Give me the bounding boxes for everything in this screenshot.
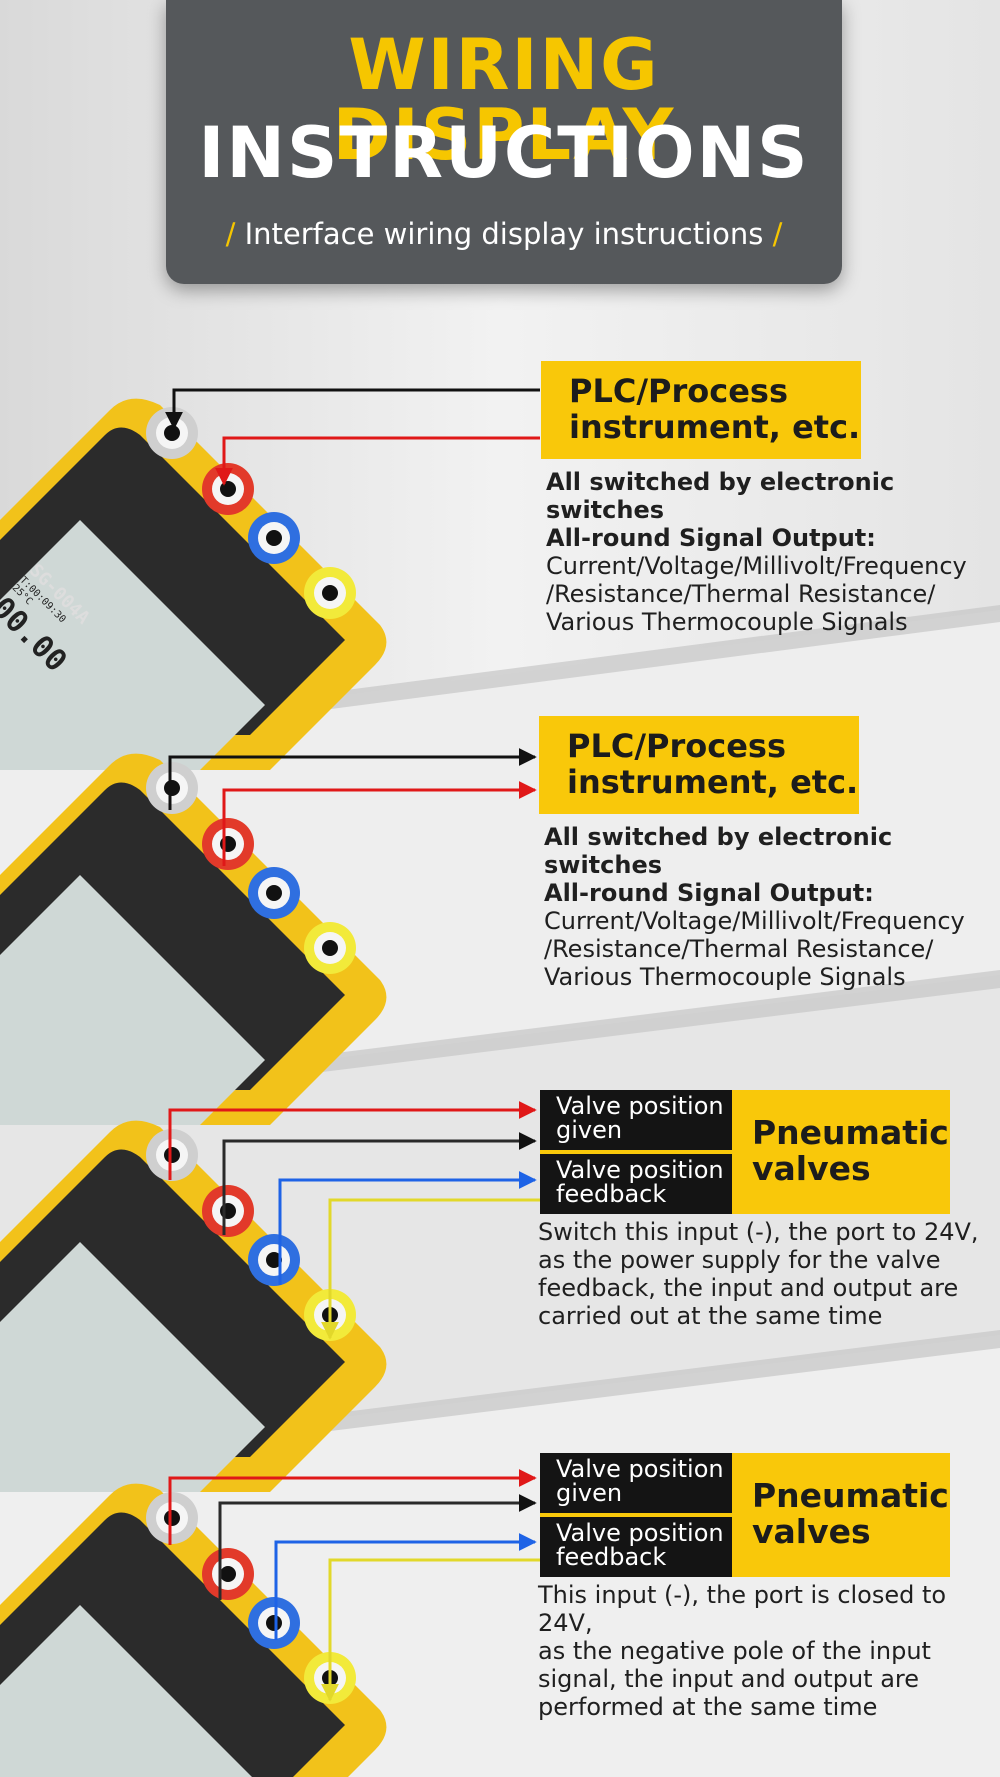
device-3 bbox=[0, 1120, 387, 1492]
subtitle: / Interface wiring display instructions … bbox=[166, 220, 842, 249]
header-banner: WIRING DISPLAY INSTRUCTIONS / Interface … bbox=[166, 0, 842, 284]
section-3-note: Switch this input (-), the port to 24V, … bbox=[538, 1218, 979, 1330]
section-1-signal-2: /Resistance/Thermal Resistance/ bbox=[546, 580, 936, 608]
section-4-given: Valve position given bbox=[540, 1453, 732, 1513]
wires-section-1 bbox=[165, 388, 540, 486]
section-2-signal-2: /Resistance/Thermal Resistance/ bbox=[544, 935, 934, 963]
section-4-feedback: Valve position feedback bbox=[540, 1517, 732, 1577]
subtitle-text: Interface wiring display instructions bbox=[244, 217, 764, 251]
section-3-feedback: Valve position feedback bbox=[540, 1154, 732, 1214]
slash-right: / bbox=[772, 217, 783, 251]
section-3-label: Pneumatic valves bbox=[752, 1113, 949, 1188]
section-1-label: PLC/Process instrument, etc. bbox=[541, 361, 861, 459]
section-3-given: Valve position given bbox=[540, 1090, 732, 1150]
slash-left: / bbox=[225, 217, 236, 251]
section-1-signal-3: Various Thermocouple Signals bbox=[546, 608, 908, 636]
device-2 bbox=[0, 753, 387, 1125]
wires-section-3 bbox=[168, 1101, 540, 1340]
section-1-line2: All-round Signal Output: bbox=[546, 524, 876, 552]
section-2-line1: All switched by electronic switches bbox=[544, 823, 893, 879]
title-line-1: WIRING DISPLAY bbox=[332, 24, 676, 176]
section-1-line1: All switched by electronic switches bbox=[546, 468, 895, 524]
section-1-description: All switched by electronic switches All-… bbox=[546, 468, 996, 636]
section-2-signal-3: Various Thermocouple Signals bbox=[544, 963, 906, 991]
device-4 bbox=[0, 1483, 387, 1777]
section-2-line2: All-round Signal Output: bbox=[544, 879, 874, 907]
section-2-signal-1: Current/Voltage/Millivolt/Frequency bbox=[544, 907, 965, 935]
wires-section-2 bbox=[168, 748, 537, 866]
section-1-signal-1: Current/Voltage/Millivolt/Frequency bbox=[546, 552, 967, 580]
section-4-note: This input (-), the port is closed to 24… bbox=[538, 1581, 947, 1721]
section-2-label: PLC/Process instrument, etc. bbox=[539, 716, 859, 814]
wires-section-4 bbox=[168, 1469, 540, 1702]
section-2-description: All switched by electronic switches All-… bbox=[544, 823, 994, 991]
title-line-2: INSTRUCTIONS bbox=[198, 112, 810, 194]
section-4-label: Pneumatic valves bbox=[752, 1476, 949, 1551]
